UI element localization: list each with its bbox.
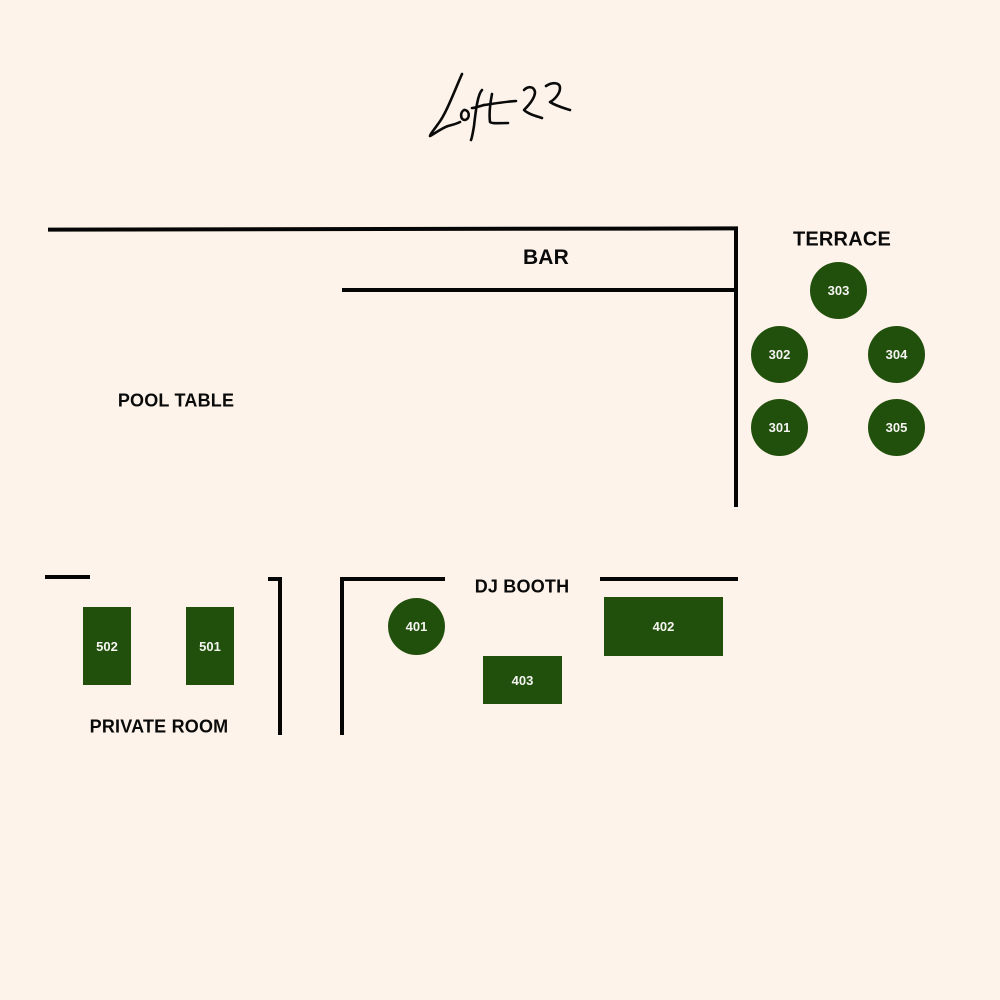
area-label-dj-booth: DJ BOOTH	[474, 576, 570, 597]
wall-dj-booth-top-right	[600, 577, 738, 581]
wall-dj-booth-left	[340, 577, 344, 735]
area-label-terrace: TERRACE	[792, 228, 892, 251]
table-401[interactable]: 401	[388, 598, 445, 655]
table-402[interactable]: 402	[604, 597, 723, 656]
table-304[interactable]: 304	[868, 326, 925, 383]
wall-private-room-top-right	[268, 577, 282, 581]
area-label-pool-table: POOL TABLE	[117, 390, 235, 411]
table-302[interactable]: 302	[751, 326, 808, 383]
table-501[interactable]: 501	[186, 607, 234, 685]
wall-dj-booth-top-left	[340, 577, 445, 581]
loft-22-logo-icon	[428, 72, 572, 142]
wall-bar-counter	[342, 288, 738, 292]
area-label-private-room: PRIVATE ROOM	[89, 716, 229, 737]
area-label-bar: BAR	[522, 246, 570, 269]
wall-top-outer	[48, 226, 738, 232]
table-305[interactable]: 305	[868, 399, 925, 456]
table-403[interactable]: 403	[483, 656, 562, 704]
wall-private-room-right	[278, 577, 282, 735]
table-502[interactable]: 502	[83, 607, 131, 685]
wall-terrace-divider	[734, 227, 738, 507]
table-301[interactable]: 301	[751, 399, 808, 456]
table-303[interactable]: 303	[810, 262, 867, 319]
wall-private-room-top-left	[45, 575, 90, 579]
